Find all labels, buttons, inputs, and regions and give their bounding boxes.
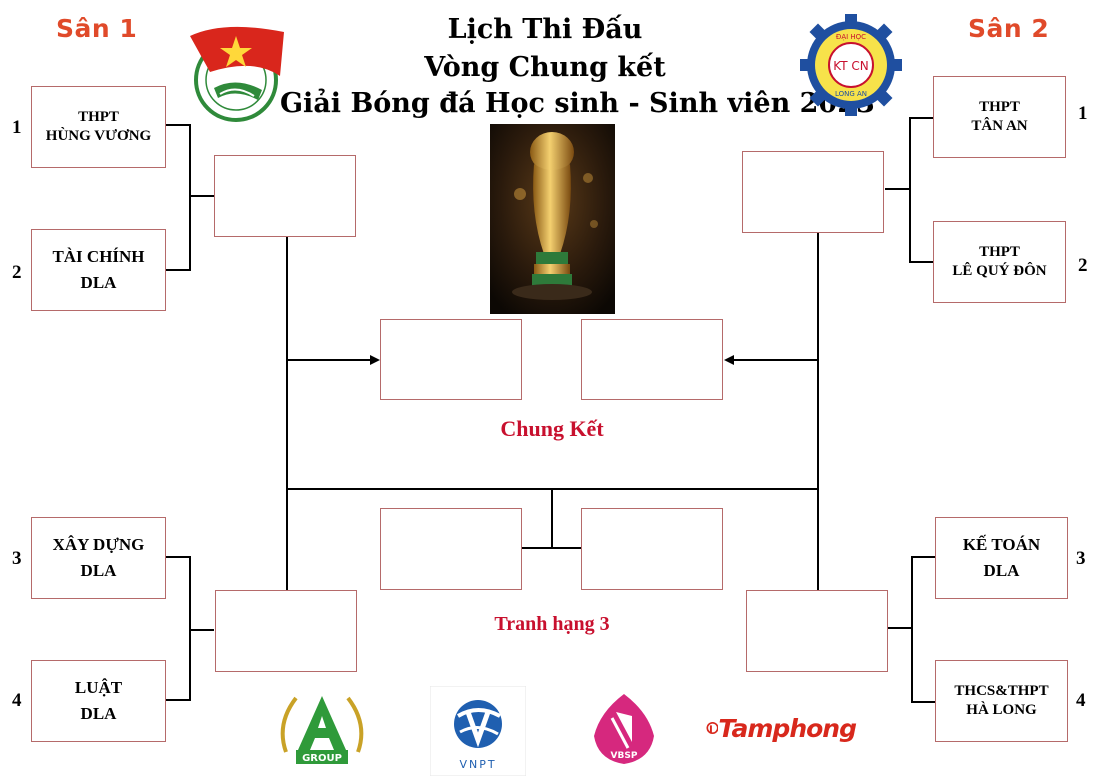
title-line-3: Giải Bóng đá Học sinh - Sinh viên 2023 (280, 88, 875, 119)
final-right-box (581, 319, 723, 400)
seed-right-4: 4 (1076, 690, 1086, 711)
team-box-left-4: LUẬT DLA (31, 660, 166, 742)
seed-left-1: 1 (12, 117, 22, 138)
seed-left-2: 2 (12, 262, 22, 283)
agroup-logo-icon: GROUP (280, 696, 364, 764)
team-left-3-line1: XÂY DỰNG (52, 534, 145, 554)
semifinal-left-bottom-box (215, 590, 357, 672)
gear-emblem-icon: KT CN ĐẠI HỌC LONG AN (800, 14, 902, 116)
team-box-right-2: THPT LÊ QUÝ ĐÔN (933, 221, 1066, 303)
semifinal-right-bottom-box (746, 590, 888, 672)
third-place-left-box (380, 508, 522, 590)
tamphong-logo-text: Tamphong (718, 713, 857, 743)
seed-right-1: 1 (1078, 103, 1088, 124)
team-box-left-3: XÂY DỰNG DLA (31, 517, 166, 599)
world-cup-trophy-icon (490, 124, 615, 314)
final-label: Chung Kết (500, 416, 604, 441)
team-box-right-4: THCS&THPT HÀ LONG (935, 660, 1068, 742)
semifinal-left-top-box (214, 155, 356, 237)
team-box-right-3: KẾ TOÁN DLA (935, 517, 1068, 599)
seed-right-3: 3 (1076, 548, 1086, 569)
team-right-3-line1: KẾ TOÁN (962, 534, 1041, 554)
title-line-1: Lịch Thi Đấu (447, 14, 643, 45)
team-left-2-line1: TÀI CHÍNH (52, 246, 145, 266)
team-left-4-line1: LUẬT (74, 677, 123, 697)
team-right-1-line1: THPT (979, 99, 1020, 116)
team-right-1-line2: TÂN AN (971, 118, 1028, 134)
venue-left-label: Sân 1 (56, 14, 138, 43)
final-left-box (380, 319, 522, 400)
team-left-2-line2: DLA (80, 273, 117, 292)
team-box-right-1: THPT TÂN AN (933, 76, 1066, 158)
third-place-right-box (581, 508, 723, 590)
venue-right-label: Sân 2 (968, 14, 1050, 43)
team-right-4-line1: THCS&THPT (954, 683, 1049, 700)
team-right-4-line2: HÀ LONG (966, 702, 1037, 718)
youth-union-emblem-icon (190, 26, 284, 122)
team-left-3-line2: DLA (80, 561, 117, 580)
team-box-left-2: TÀI CHÍNH DLA (31, 229, 166, 311)
seed-left-3: 3 (12, 548, 22, 569)
team-left-1-line1: THPT (78, 109, 119, 126)
seed-left-4: 4 (12, 690, 22, 711)
team-left-4-line2: DLA (80, 704, 117, 723)
vnpt-logo-icon: VNPT (430, 686, 526, 776)
vbsp-logo-text: VBSP (611, 751, 638, 761)
team-box-left-1: THPT HÙNG VƯƠNG (31, 86, 166, 168)
team-right-2-line2: LÊ QUÝ ĐÔN (952, 263, 1047, 279)
team-left-1-line2: HÙNG VƯƠNG (45, 128, 152, 144)
tamphong-mark-icon (706, 721, 719, 735)
title-line-2: Vòng Chung kết (424, 52, 666, 83)
vbsp-logo-icon: VBSP (594, 694, 654, 764)
team-right-2-line1: THPT (979, 244, 1020, 261)
seed-right-2: 2 (1078, 255, 1088, 276)
gear-emblem-top-text: ĐẠI HỌC (836, 33, 866, 41)
gear-emblem-bottom-text: LONG AN (835, 90, 867, 98)
team-right-3-line2: DLA (983, 561, 1020, 580)
tamphong-logo: Tamphong (706, 706, 857, 750)
vnpt-logo-text: VNPT (459, 758, 496, 771)
third-place-label: Tranh hạng 3 (494, 613, 610, 635)
semifinal-right-top-box (742, 151, 884, 233)
agroup-logo-text: GROUP (302, 753, 342, 764)
gear-emblem-center-text: KT CN (833, 59, 868, 73)
